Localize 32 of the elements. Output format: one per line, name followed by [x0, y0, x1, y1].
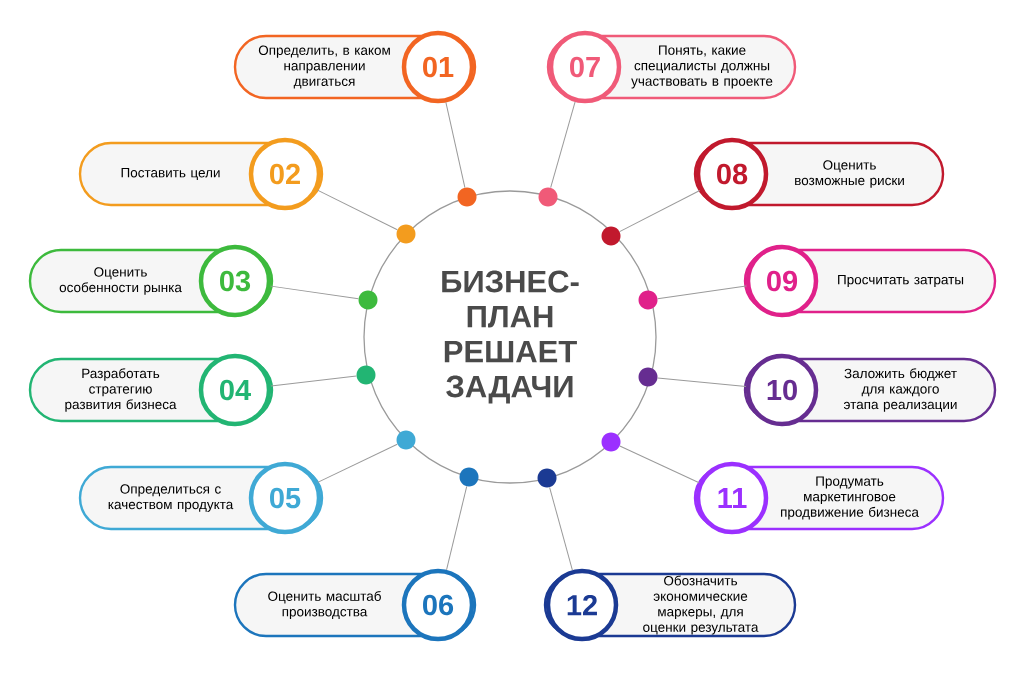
connector-line: [550, 101, 576, 189]
connector-line: [619, 190, 701, 233]
connector-dot: [356, 365, 376, 385]
number-badge: 03: [198, 244, 272, 318]
number-badge: 09: [745, 244, 819, 318]
connector-line: [446, 485, 468, 571]
number-badge: 07: [548, 30, 622, 104]
number-badge: 10: [745, 353, 819, 427]
connector-line: [549, 486, 573, 571]
number-badge: 04: [198, 353, 272, 427]
connector-line: [619, 445, 700, 484]
number-badge: 06: [401, 568, 475, 642]
connector-line: [317, 189, 398, 231]
connector-dot: [358, 290, 378, 310]
connector-dot: [396, 224, 416, 244]
number-badge: 08: [695, 137, 769, 211]
connector-dot: [396, 430, 416, 450]
connector-line: [270, 285, 359, 300]
connector-dot: [538, 187, 558, 207]
connector-dot: [459, 467, 479, 487]
number-badge: 11: [695, 461, 769, 535]
number-badge: 01: [401, 30, 475, 104]
connector-line: [657, 377, 747, 387]
connector-line: [270, 375, 357, 387]
number-badge: 02: [248, 137, 322, 211]
connector-line: [657, 285, 747, 300]
connector-line: [445, 101, 466, 189]
connector-dot: [537, 468, 557, 488]
connector-dot: [457, 187, 477, 207]
number-badge: 05: [248, 461, 322, 535]
connector-line: [317, 443, 398, 483]
number-badge: 12: [545, 568, 619, 642]
